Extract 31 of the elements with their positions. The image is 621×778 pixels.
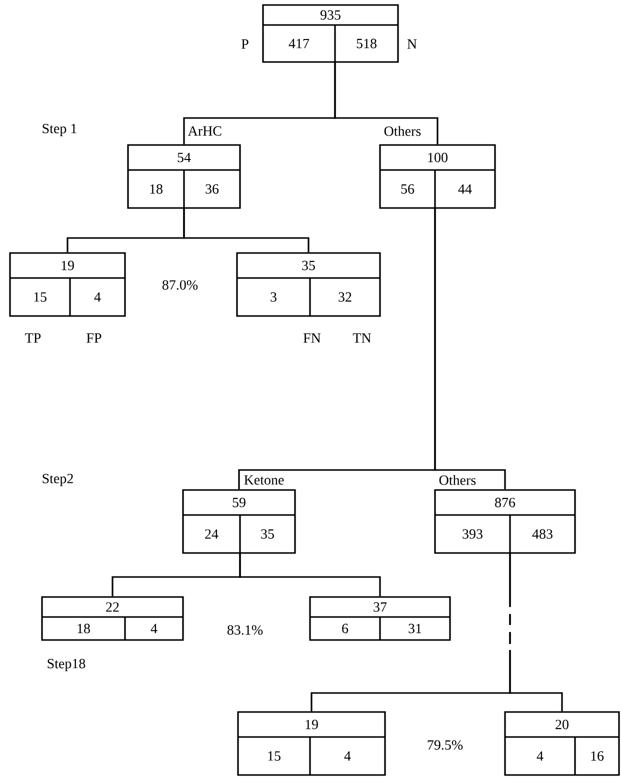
tree-connector: [334, 62, 438, 144]
label: ArHC: [188, 126, 222, 136]
label: Step2: [42, 474, 73, 486]
tree-box: 37 6 31: [309, 596, 451, 641]
tree-box: 935 417 518: [262, 4, 399, 63]
tree-box: 35 3 32: [236, 252, 381, 317]
tree-box: 59 24 35: [182, 489, 296, 554]
tree-connector: [183, 208, 310, 252]
tree-box: 54 18 36: [127, 144, 241, 209]
label: P: [242, 39, 248, 49]
label: Others: [439, 475, 476, 485]
tree-connector: [509, 553, 563, 712]
tree-box: 20 4 16: [504, 711, 620, 776]
label: 79.5%: [428, 740, 463, 750]
tree-connector: [434, 208, 506, 490]
tree-box: 100 56 44: [379, 144, 496, 209]
label: FP: [86, 333, 102, 343]
label: 87.0%: [162, 280, 198, 290]
tree-box: 22 18 4: [41, 596, 184, 641]
label: Step 1: [42, 124, 76, 136]
tree-connector: [239, 553, 381, 596]
label: TN: [352, 333, 372, 343]
tree-box: 876 393 483: [434, 489, 576, 554]
label: FN: [303, 333, 321, 343]
label: Ketone: [244, 475, 284, 485]
label: 83.1%: [227, 625, 263, 635]
label: Others: [384, 126, 421, 136]
tree-box: 19 15 4: [237, 711, 386, 776]
label: Step18: [48, 658, 86, 672]
label: TP: [25, 333, 41, 343]
tree-box: 19 15 4: [9, 252, 126, 317]
